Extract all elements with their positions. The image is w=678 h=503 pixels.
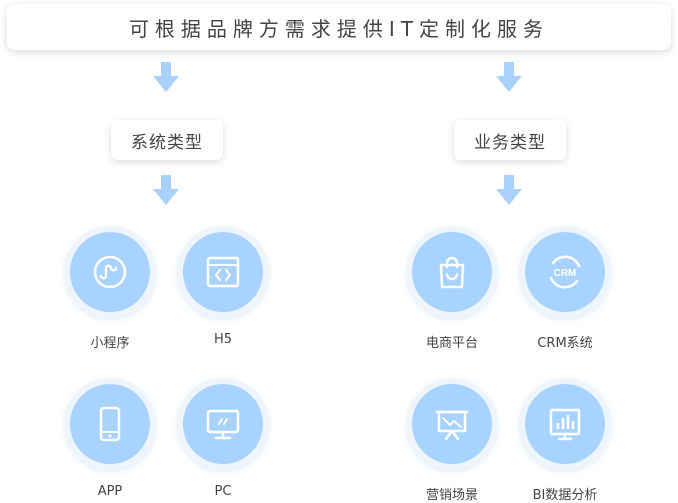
system-type-label: 系统类型 bbox=[131, 132, 203, 153]
presentation-icon bbox=[435, 410, 469, 441]
down-arrow-icon bbox=[496, 62, 522, 92]
crm-icon: CRM bbox=[549, 255, 581, 289]
bar-chart-icon bbox=[549, 408, 581, 441]
mini-program-icon bbox=[93, 255, 127, 289]
item-label: 营销场景 bbox=[425, 488, 478, 503]
monitor-icon bbox=[206, 409, 240, 440]
item-label: 小程序 bbox=[90, 336, 130, 351]
crm-icon-text: CRM bbox=[554, 268, 577, 279]
down-arrow-icon bbox=[153, 62, 179, 92]
item-label: H5 bbox=[213, 332, 233, 347]
item-marketing: 营销场景 bbox=[397, 378, 507, 503]
phone-icon bbox=[99, 406, 121, 442]
item-pc: PC bbox=[168, 378, 278, 499]
down-arrow-icon bbox=[153, 175, 179, 205]
item-ecommerce: 电商平台 bbox=[397, 226, 507, 351]
item-mini-program: 小程序 bbox=[55, 226, 165, 351]
business-type-heading: 业务类型 bbox=[454, 120, 566, 160]
item-label: CRM系统 bbox=[537, 336, 593, 351]
item-label: BI数据分析 bbox=[532, 488, 598, 503]
code-window-icon bbox=[206, 256, 240, 288]
business-type-label: 业务类型 bbox=[474, 132, 546, 153]
item-bi: BI数据分析 bbox=[510, 378, 620, 503]
shopping-bag-icon bbox=[439, 256, 465, 289]
system-type-heading: 系统类型 bbox=[111, 120, 223, 160]
item-label: PC bbox=[214, 484, 232, 499]
item-label: APP bbox=[97, 484, 123, 499]
item-h5: H5 bbox=[168, 226, 278, 347]
page-title: 可根据品牌方需求提供IT定制化服务 bbox=[128, 16, 550, 41]
header-banner: 可根据品牌方需求提供IT定制化服务 bbox=[7, 4, 671, 50]
item-crm: CRM CRM系统 bbox=[510, 226, 620, 351]
item-app: APP bbox=[55, 378, 165, 499]
item-label: 电商平台 bbox=[425, 336, 478, 351]
down-arrow-icon bbox=[496, 175, 522, 205]
